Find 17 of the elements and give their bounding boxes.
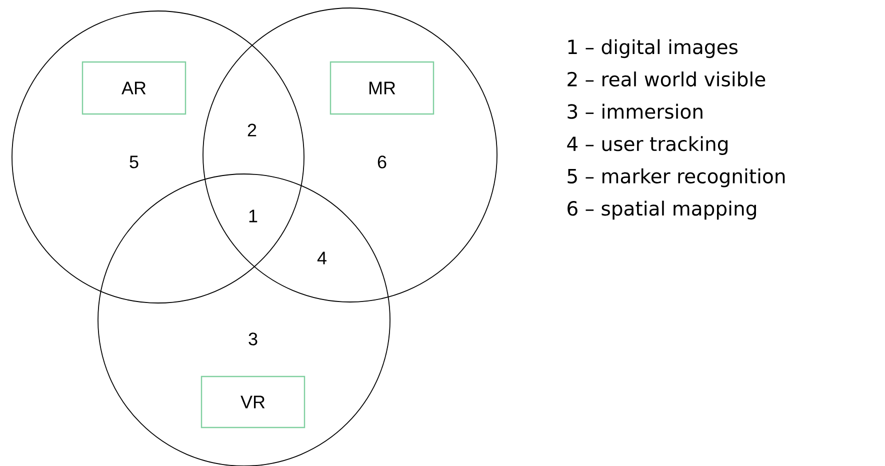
legend-entry: 4 – user tracking	[567, 136, 728, 155]
label-box: MR	[330, 61, 434, 115]
region-number: 1	[249, 210, 258, 222]
label-box: AR	[82, 61, 186, 115]
label-box: VR	[200, 376, 306, 428]
legend-entry: 3 – immersion	[568, 104, 702, 119]
legend-entry: 1 – digital images	[568, 39, 738, 58]
region-number: 3	[248, 332, 258, 346]
venn-circle	[12, 10, 304, 304]
venn-circle	[202, 8, 498, 302]
legend-entry: 5 – marker recognition	[568, 168, 785, 188]
region-number: 4	[317, 252, 326, 264]
legend-entry: 6 – spatial mapping	[568, 200, 756, 220]
legend-entry: 2 – real world visible	[568, 72, 766, 87]
region-number: 2	[248, 124, 256, 136]
region-number: 5	[130, 156, 138, 168]
region-number: 6	[378, 156, 386, 168]
